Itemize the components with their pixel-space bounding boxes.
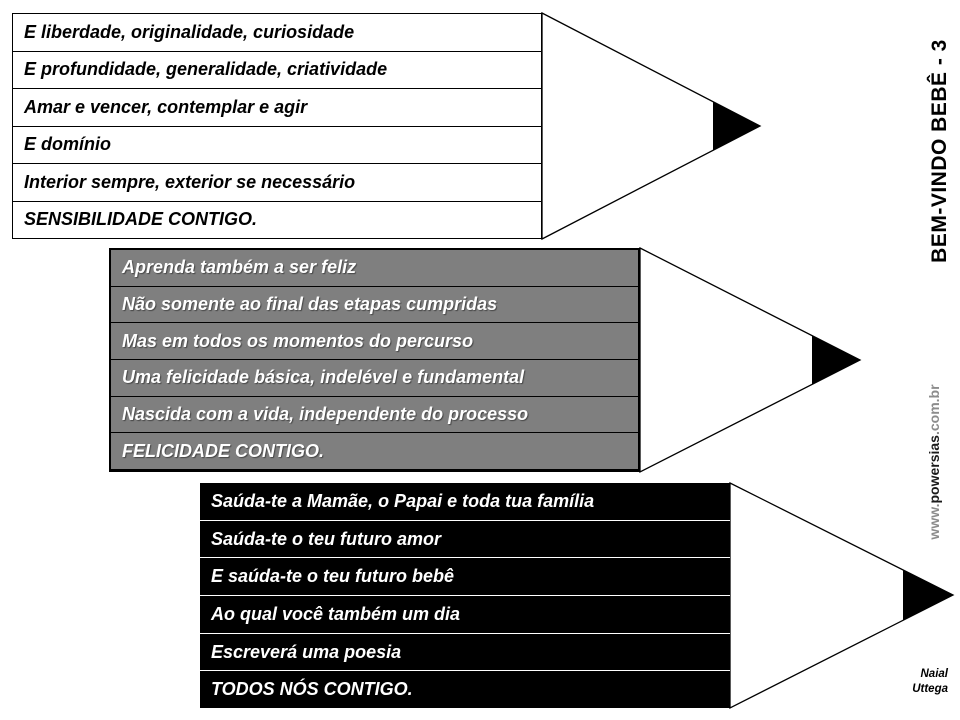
- pencil-arrow-1: [541, 11, 762, 241]
- list-block-sensibilidade: E liberdade, originalidade, curiosidade …: [12, 13, 542, 239]
- list-item: Saúda-te a Mamãe, o Papai e toda tua fam…: [211, 490, 595, 511]
- list-block-felicidade: Aprenda também a ser feliz Não somente a…: [109, 248, 640, 472]
- list-item-conclusion: FELICIDADE CONTIGO.: [111, 432, 638, 469]
- list-item: E saúda-te o teu futuro bebê: [200, 557, 730, 595]
- list-item: Escreverá uma poesia: [200, 632, 730, 671]
- pencil-cone-3: [729, 481, 955, 710]
- author-credit: Naial Uttega: [912, 667, 948, 697]
- list-item: Aprenda também a ser feliz: [122, 257, 357, 278]
- pencil-arrow-3: [729, 481, 955, 710]
- website-vertical-text: www.powersias.com.br: [926, 372, 942, 552]
- list-item: Uma felicidade básica, indelével e funda…: [111, 359, 638, 396]
- list-item: E liberdade, originalidade, curiosidade: [24, 21, 355, 42]
- pencil-tip-1: [713, 101, 760, 151]
- list-item: E profundidade, generalidade, criativida…: [13, 50, 541, 89]
- pencil-cone-1: [541, 11, 762, 241]
- list-item: E domínio: [13, 125, 541, 164]
- list-item: Amar e vencer, contemplar e agir: [13, 88, 541, 126]
- list-item: Interior sempre, exterior se necessário: [13, 163, 541, 201]
- pencil-tip-3: [903, 570, 953, 621]
- slide-side-title: BEM-VINDO BEBÊ - 3: [928, 39, 951, 263]
- pencil-tip-2: [812, 335, 860, 385]
- website-prefix: www.: [926, 503, 942, 540]
- list-block-todos-nos: Saúda-te a Mamãe, o Papai e toda tua fam…: [200, 483, 730, 708]
- list-item: Não somente ao final das etapas cumprida…: [111, 285, 638, 323]
- list-item: Mas em todos os momentos do percurso: [111, 322, 638, 359]
- list-item-conclusion: SENSIBILIDADE CONTIGO.: [13, 200, 541, 239]
- website-name: powersias: [926, 435, 942, 504]
- list-item: Saúda-te o teu futuro amor: [200, 519, 730, 558]
- pencil-arrow-2: [639, 246, 862, 474]
- author-credit-line1: Naial: [920, 668, 949, 680]
- author-credit-line2: Uttega: [912, 682, 948, 695]
- list-item-conclusion: TODOS NÓS CONTIGO.: [200, 670, 730, 708]
- list-item: Ao qual você também um dia: [200, 595, 730, 633]
- list-item: Nascida com a vida, independente do proc…: [111, 395, 638, 433]
- pencil-cone-2: [639, 246, 862, 474]
- website-suffix: .com.br: [926, 384, 942, 436]
